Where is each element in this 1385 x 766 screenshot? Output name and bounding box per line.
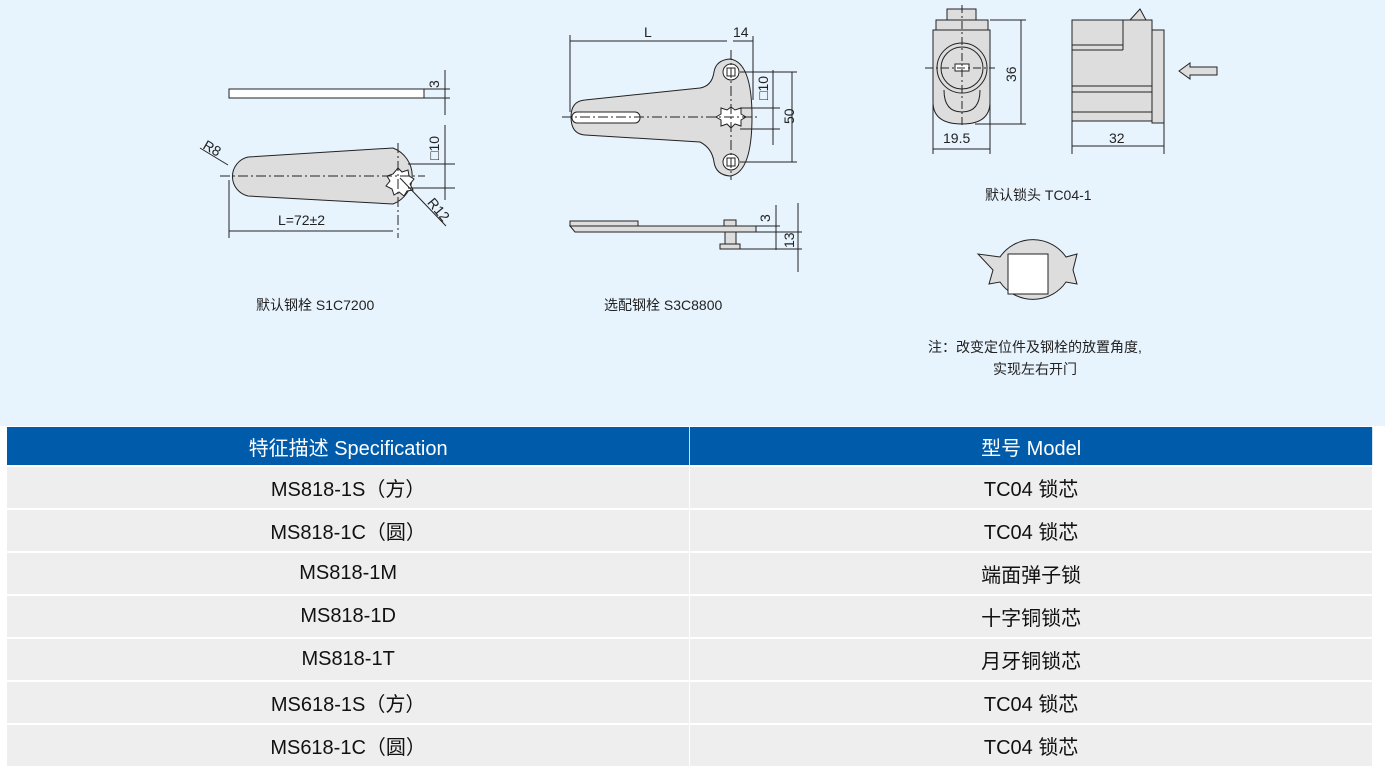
dim-square: □10	[426, 136, 442, 160]
dim-square: □10	[755, 76, 771, 100]
caption-tc04: 默认锁头 TC04-1	[985, 187, 1092, 203]
s1c7200-drawing: R8 R12 3 □10 L=72±2	[199, 70, 455, 238]
caption-s1c7200: 默认钢栓 S1C7200	[256, 297, 375, 313]
spec-cell: MS818-1M	[7, 551, 691, 595]
model-cell: TC04 锁芯	[689, 465, 1373, 509]
dim-32: 32	[1109, 130, 1125, 146]
spec-cell: MS818-1S（方）	[7, 465, 691, 509]
model-cell: TC04 锁芯	[689, 723, 1373, 766]
dim-thickness: 3	[426, 80, 442, 88]
note-line1: 注：改变定位件及钢栓的放置角度,	[928, 339, 1142, 355]
model-cell: TC04 锁芯	[689, 508, 1373, 552]
spec-cell: MS618-1S（方）	[7, 680, 691, 724]
table-row: MS818-1C（圆）TC04 锁芯	[7, 508, 1373, 552]
model-cell: TC04 锁芯	[689, 680, 1373, 724]
spec-cell: MS818-1T	[7, 637, 691, 681]
dim-r8: R8	[200, 137, 224, 160]
insert-direction-arrow-icon	[1178, 62, 1218, 80]
tc04-drawing: 36 19.5 32	[925, 5, 1218, 300]
dim-length: L=72±2	[278, 212, 325, 228]
dim-36: 36	[1003, 66, 1019, 82]
spec-cell: MS818-1D	[7, 594, 691, 638]
note-line2: 实现左右开门	[993, 361, 1077, 377]
s3c8800-drawing: L 14 □10 50 3 13	[562, 24, 802, 272]
dim-19-5: 19.5	[943, 130, 970, 146]
spec-cell: MS818-1C（圆）	[7, 508, 691, 552]
table-row: MS818-1S（方）TC04 锁芯	[7, 465, 1373, 509]
model-cell: 端面弹子锁	[689, 551, 1373, 595]
dim-50: 50	[781, 108, 797, 124]
table-row: MS618-1C（圆）TC04 锁芯	[7, 723, 1373, 766]
spec-cell: MS618-1C（圆）	[7, 723, 691, 766]
spec-table: 特征描述 Specification 型号 Model MS818-1S（方）T…	[7, 427, 1373, 766]
table-row: MS618-1S（方）TC04 锁芯	[7, 680, 1373, 724]
model-cell: 月牙铜锁芯	[689, 637, 1373, 681]
note: 注：改变定位件及钢栓的放置角度, 实现左右开门	[900, 336, 1170, 380]
dim-r12: R12	[424, 194, 453, 224]
model-cell: 十字铜锁芯	[689, 594, 1373, 638]
dim-l: L	[644, 24, 652, 40]
technical-drawings: R8 R12 3 □10 L=72±2 L 14 □10 50 3 13	[199, 5, 1218, 300]
dim-3: 3	[757, 214, 773, 222]
header-model: 型号 Model	[689, 427, 1373, 466]
dim-14: 14	[733, 24, 749, 40]
caption-s3c8800: 选配钢栓 S3C8800	[604, 297, 723, 313]
dim-13: 13	[781, 232, 797, 248]
header-specification: 特征描述 Specification	[7, 427, 691, 466]
